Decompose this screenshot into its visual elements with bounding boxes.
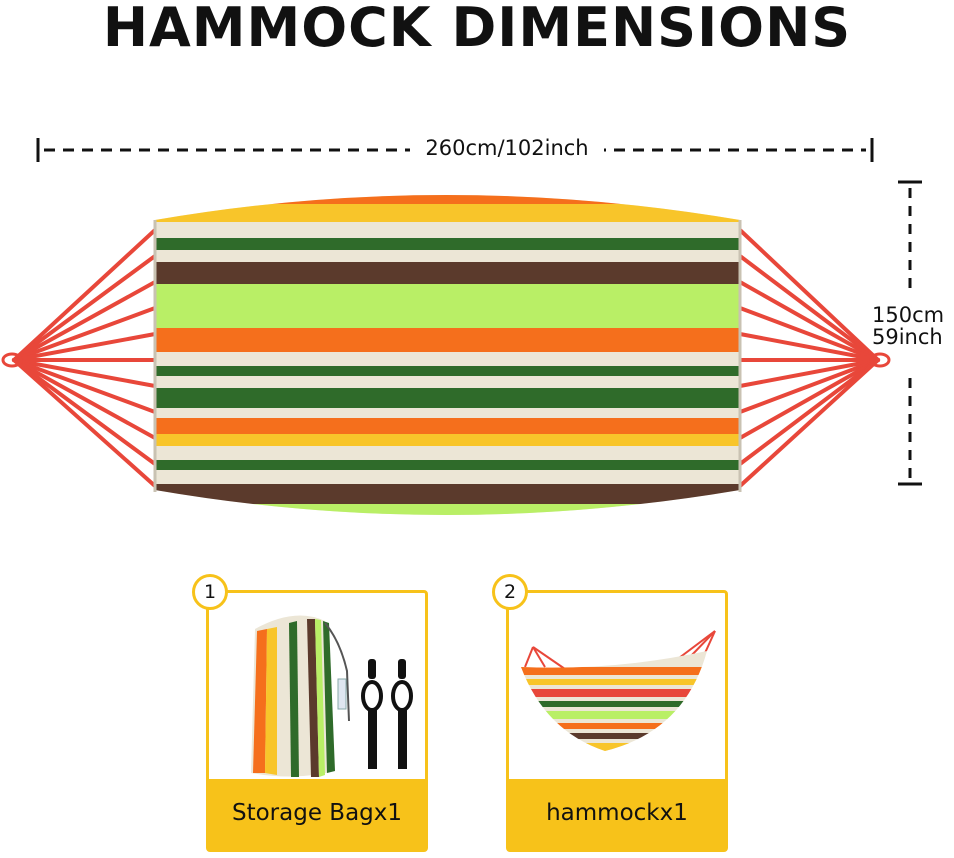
hammock-label: hammockx1 <box>509 779 725 849</box>
width-dimension-line <box>36 138 874 162</box>
height-label-inch: 59inch <box>872 325 943 349</box>
item-card-storage-bag: Storage Bagx1 <box>206 590 428 852</box>
hammock-image <box>521 630 716 751</box>
item-number-badge-2: 2 <box>492 574 528 610</box>
right-ropes <box>738 228 891 488</box>
height-dimension-line <box>898 180 922 486</box>
left-ropes <box>1 228 157 488</box>
height-label-cm: 150cm <box>872 303 945 327</box>
page-title: HAMMOCK DIMENSIONS <box>102 0 852 59</box>
hammock-diagram <box>1 138 922 515</box>
strap-left <box>361 659 383 769</box>
storage-bag-label: Storage Bagx1 <box>209 779 425 849</box>
item-number-badge-1: 1 <box>192 574 228 610</box>
storage-bag-image <box>251 615 413 777</box>
height-label: 150cm 59inch <box>872 304 954 348</box>
strap-right <box>391 659 413 769</box>
hammock-body <box>155 195 740 515</box>
width-label: 260cm/102inch <box>410 134 604 162</box>
item-card-hammock: hammockx1 <box>506 590 728 852</box>
